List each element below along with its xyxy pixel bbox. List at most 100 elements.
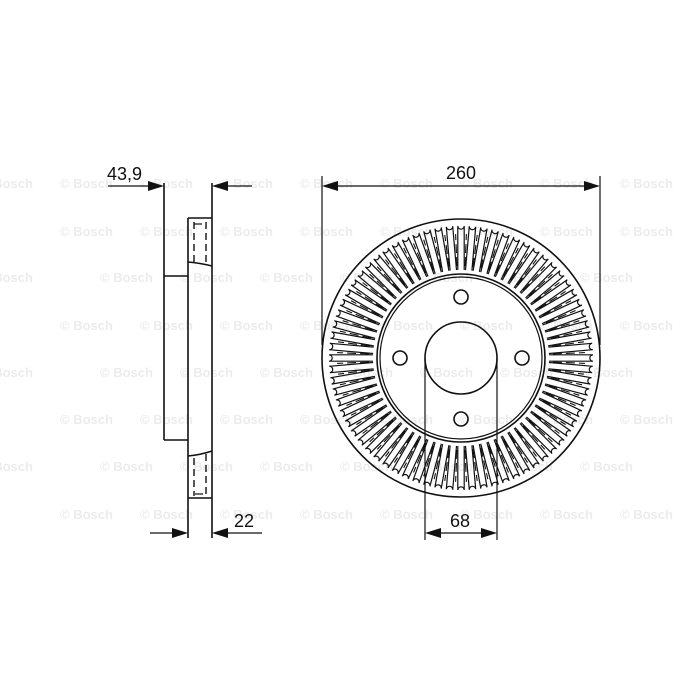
vane-rib-hidden-line — [480, 236, 489, 269]
vane-rib-hidden-line — [385, 259, 406, 286]
vane-slot — [332, 320, 377, 339]
vane-rib-hidden-line — [538, 290, 566, 310]
side-view: 43,9 22 — [107, 164, 262, 538]
bosch-watermark: © Bosch — [140, 318, 193, 333]
bosch-watermark: © Bosch — [60, 318, 113, 333]
dim-outer-diameter: 260 — [446, 163, 476, 183]
vane-slot — [526, 270, 565, 305]
vane-rib-hidden-line — [509, 435, 529, 463]
vane-rib-hidden-line — [550, 330, 583, 339]
vane-rib-hidden-line — [342, 385, 374, 396]
bosch-watermark: © Bosch — [580, 365, 633, 380]
vane-slot — [514, 423, 549, 462]
vane-rib-hidden-line — [369, 419, 394, 443]
bosch-watermark: © Bosch — [100, 459, 153, 474]
vane-slot — [494, 436, 521, 480]
vane-slot — [329, 342, 374, 355]
bosch-watermark: © Bosch — [380, 176, 433, 191]
vane-rib-hidden-line — [533, 413, 560, 434]
vane-slot — [535, 288, 578, 318]
vane-rib-hidden-line — [350, 300, 380, 316]
bosch-watermark: © Bosch — [220, 412, 273, 427]
vane-slot — [339, 298, 383, 325]
vane-slot — [434, 443, 450, 489]
bosch-watermark: © Bosch — [0, 365, 33, 380]
bosch-watermark: © Bosch — [540, 176, 593, 191]
vane-rib-hidden-line — [522, 425, 546, 450]
vane-rib-hidden-line — [464, 449, 467, 482]
vane-slot — [329, 361, 374, 374]
vane-slot — [530, 405, 572, 437]
vane-slot — [344, 398, 387, 428]
vane-rib-hidden-line — [393, 435, 413, 463]
vane-slot — [350, 279, 392, 311]
vane-slot — [464, 226, 477, 271]
vane-slot — [335, 309, 380, 332]
vane-rib-hidden-line — [433, 236, 442, 269]
bosch-watermark: © Bosch — [580, 459, 633, 474]
bolt-hole — [392, 350, 408, 366]
vane-slot — [508, 427, 540, 469]
bosch-watermark: © Bosch — [180, 270, 233, 285]
bosch-watermark: © Bosch — [60, 176, 113, 191]
dim-overall-height: 43,9 — [107, 164, 142, 184]
vane-rib-hidden-line — [339, 330, 372, 339]
bosch-watermark: © Bosch — [620, 507, 673, 522]
vane-rib-hidden-line — [342, 320, 374, 331]
bosch-watermark: © Bosch — [60, 224, 113, 239]
bosch-watermark: © Bosch — [540, 412, 593, 427]
bosch-watermark: © Bosch — [60, 507, 113, 522]
vane-rib-hidden-line — [488, 239, 499, 271]
vane-slot — [401, 236, 428, 280]
vane-rib-hidden-line — [516, 430, 537, 457]
bosch-watermark: © Bosch — [260, 270, 313, 285]
vane-rib-hidden-line — [552, 369, 584, 375]
vane-rib-hidden-line — [455, 234, 458, 267]
hat-ring-inner — [379, 276, 543, 440]
vane-slot — [391, 241, 421, 284]
vane-rib-hidden-line — [412, 442, 427, 473]
vane-rib-hidden-line — [356, 406, 384, 426]
dim-disc-thickness: 22 — [234, 511, 254, 531]
vane-slot — [508, 247, 540, 289]
bosch-watermark: © Bosch — [140, 507, 193, 522]
vane-slot — [339, 391, 383, 418]
vane-rib-hidden-line — [516, 259, 537, 286]
vane-slot — [464, 445, 477, 490]
vane-slot — [487, 439, 510, 484]
vane-rib-hidden-line — [385, 430, 406, 457]
bosch-watermark: © Bosch — [180, 365, 233, 380]
vane-slot — [542, 384, 587, 407]
vane-rib-hidden-line — [455, 449, 458, 482]
vane-rib-hidden-line — [548, 385, 580, 396]
vane-slot — [382, 247, 414, 289]
bosch-watermark: © Bosch — [0, 270, 33, 285]
vane-rib-hidden-line — [339, 377, 372, 386]
vane-slot — [332, 377, 377, 396]
bosch-watermark: © Bosch — [140, 412, 193, 427]
vane-rib-hidden-line — [480, 447, 489, 480]
vane-slot — [535, 398, 578, 428]
bosch-watermark: © Bosch — [60, 412, 113, 427]
bolt-hole — [453, 411, 469, 427]
bolt-hole — [453, 289, 469, 305]
vane-slot — [391, 432, 421, 475]
vane-slot — [549, 354, 594, 362]
bosch-watermark: © Bosch — [220, 224, 273, 239]
bolt-hole — [514, 350, 530, 366]
vane-slot — [364, 261, 402, 299]
vane-rib-hidden-line — [369, 273, 394, 297]
hat-ring-outer — [376, 273, 546, 443]
vane-slot — [542, 309, 587, 332]
vane-rib-hidden-line — [509, 253, 529, 281]
vane-slot — [548, 361, 593, 374]
bosch-watermark: © Bosch — [620, 224, 673, 239]
vane-rib-hidden-line — [545, 309, 576, 324]
vane-slot — [546, 369, 592, 385]
vane-rib-hidden-line — [346, 309, 377, 324]
vane-rib-hidden-line — [350, 400, 380, 416]
vane-rib-hidden-line — [412, 243, 427, 274]
vane-rib-hidden-line — [528, 273, 553, 297]
vane-rib-hidden-line — [472, 235, 478, 267]
vane-slot — [344, 288, 387, 318]
